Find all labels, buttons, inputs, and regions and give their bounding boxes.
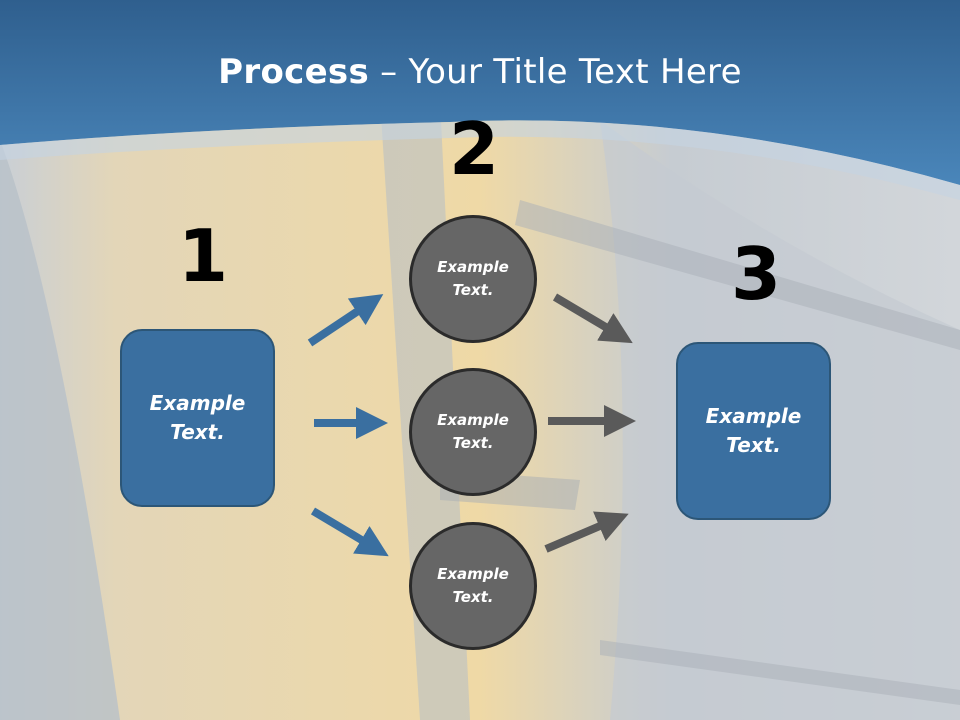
slide-title: Process – Your Title Text Here <box>0 52 960 92</box>
step-1-label: Example Text. <box>149 391 246 444</box>
gray-arrow-up <box>544 511 629 553</box>
step-3-box: Example Text. <box>676 342 831 520</box>
blue-arrow-up <box>307 294 384 347</box>
step-2-node-bottom: Example Text. <box>409 522 537 650</box>
node-bottom-label: Example Text. <box>437 565 509 606</box>
step-number-2: 2 <box>449 107 500 191</box>
step-2-node-top: Example Text. <box>409 215 537 343</box>
step-1-box: Example Text. <box>120 329 275 507</box>
step-number-1: 1 <box>178 214 229 298</box>
blue-arrow-down <box>310 507 389 557</box>
node-top-label: Example Text. <box>437 258 509 299</box>
step-3-label: Example Text. <box>705 404 802 457</box>
gray-arrow-down <box>552 293 633 344</box>
node-middle-label: Example Text. <box>437 411 509 452</box>
step-2-node-middle: Example Text. <box>409 368 537 496</box>
title-rest: – Your Title Text Here <box>369 52 742 92</box>
title-bold: Process <box>218 52 370 92</box>
step-number-3: 3 <box>731 232 782 316</box>
